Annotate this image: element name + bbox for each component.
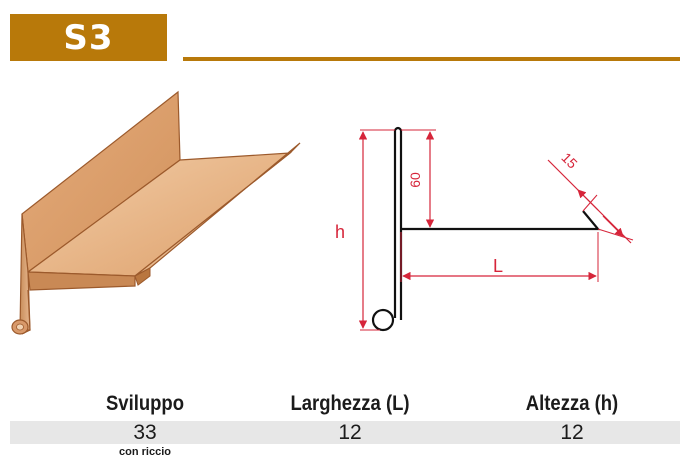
product-code-badge: S3	[10, 14, 167, 61]
spec-value-altezza: 12	[560, 421, 584, 444]
spec-header-sviluppo: Sviluppo	[105, 392, 185, 415]
dimension-lines	[358, 129, 634, 331]
dim-label-L: L	[493, 256, 503, 276]
dim-label-top-height: 60	[407, 172, 423, 188]
product-code: S3	[63, 17, 114, 58]
spec-value-sviluppo: 33	[133, 421, 157, 444]
header-rule	[183, 57, 680, 61]
profile-3d-illustration	[11, 90, 301, 335]
dim-label-edge: 15	[558, 149, 580, 171]
dim-label-h: h	[335, 222, 345, 242]
spec-header-larghezza: Larghezza (L)	[290, 392, 410, 415]
spec-value-larghezza: 12	[338, 421, 362, 444]
spec-note-sviluppo: con riccio	[119, 446, 171, 458]
spec-values-band	[10, 421, 680, 444]
spec-header-altezza: Altezza (h)	[525, 392, 619, 415]
